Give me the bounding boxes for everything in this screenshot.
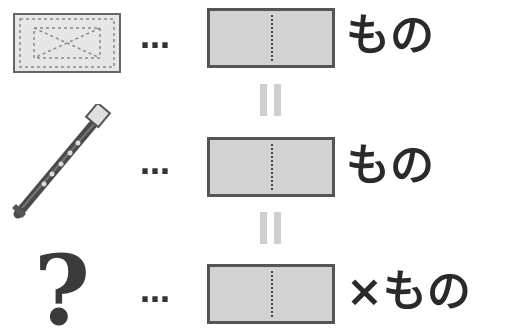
ellipsis-text: … xyxy=(140,278,171,308)
ellipsis-text: … xyxy=(140,24,171,54)
paper-icon xyxy=(12,12,122,74)
dotted-divider xyxy=(271,271,273,317)
not-mono-label: ×もの xyxy=(346,270,471,314)
blank-box xyxy=(207,8,335,68)
equals-sign xyxy=(260,84,282,116)
svg-text:?: ? xyxy=(34,248,90,332)
question-mark-icon: ? xyxy=(22,248,102,332)
equals-sign xyxy=(260,212,282,244)
recorder-icon xyxy=(4,104,114,220)
blank-box xyxy=(207,137,335,197)
blank-box xyxy=(207,264,335,324)
dotted-divider xyxy=(271,144,273,190)
mono-label: もの xyxy=(346,144,434,188)
dotted-divider xyxy=(271,15,273,61)
ellipsis-text: … xyxy=(140,150,171,180)
mono-label: もの xyxy=(346,14,434,58)
